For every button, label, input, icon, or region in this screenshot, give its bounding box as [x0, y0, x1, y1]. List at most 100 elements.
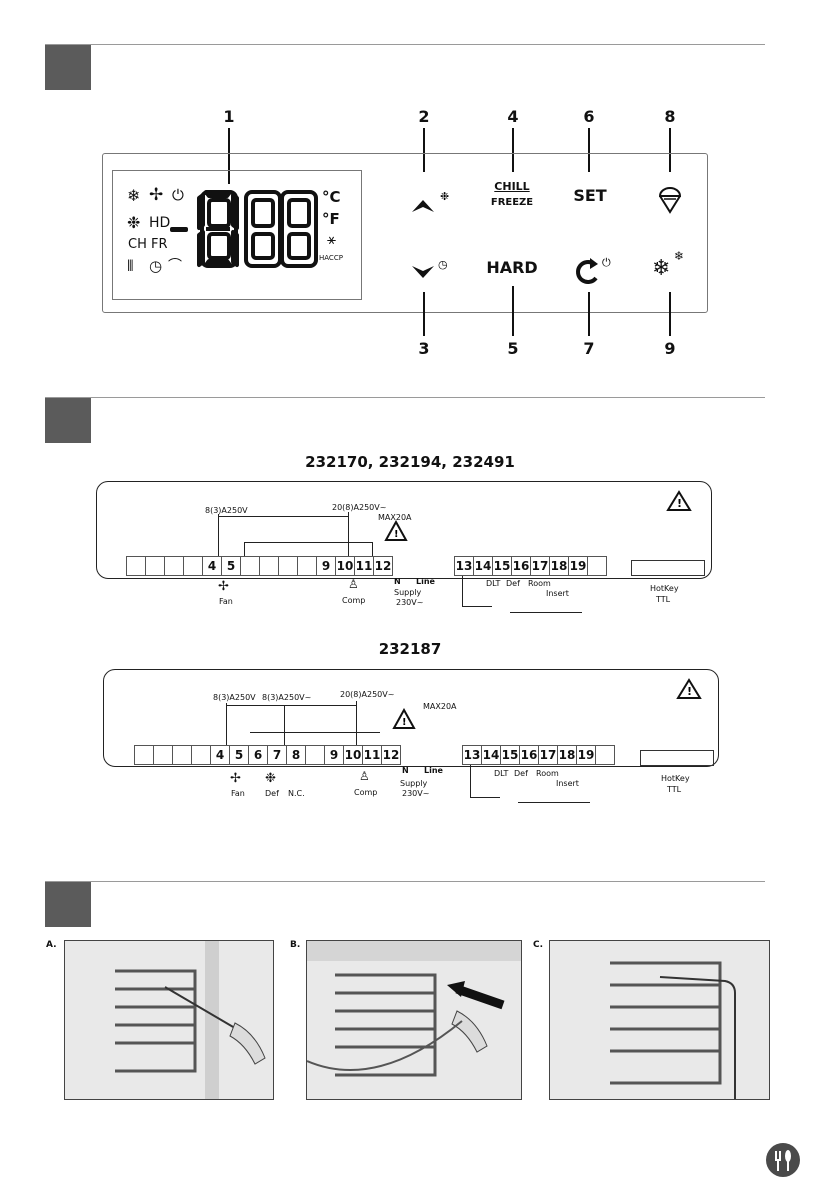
terminal: 10	[343, 745, 363, 765]
relay2-rating: 20(8)A250V~	[340, 690, 395, 699]
ttl-label: TTL	[667, 785, 682, 794]
fan-icon: ✢	[218, 579, 229, 594]
leader-line	[423, 292, 425, 336]
terminal: 15	[492, 556, 512, 576]
leader-line	[512, 286, 514, 336]
terminal: 5	[229, 745, 249, 765]
terminal	[153, 745, 173, 765]
section-marker-2	[45, 397, 91, 443]
terminal: 16	[511, 556, 531, 576]
wiring-diagram-2	[103, 669, 719, 767]
wire	[226, 705, 356, 706]
leader-line	[588, 292, 590, 336]
svg-text:!: !	[687, 685, 692, 698]
callout-4: 4	[507, 107, 519, 126]
terminal-block-b: 13 14 15 16 17 18 19	[454, 556, 607, 576]
terminal: 9	[316, 556, 336, 576]
terminal: 15	[500, 745, 520, 765]
relay1-rating: 8(3)A250V	[205, 506, 248, 515]
probe-insertion-illustration	[307, 941, 521, 1099]
callout-9: 9	[664, 339, 676, 358]
terminal	[297, 556, 317, 576]
callout-1: 1	[223, 107, 235, 126]
wire	[510, 612, 582, 613]
comp-label: Comp	[354, 788, 378, 797]
brand-logo	[766, 1143, 800, 1177]
wire	[218, 516, 348, 517]
leader-line	[669, 292, 671, 336]
terminal: 9	[324, 745, 344, 765]
terminal	[240, 556, 260, 576]
terminal: 19	[568, 556, 588, 576]
up-arrow-icon[interactable]: ❉	[410, 190, 454, 216]
leader-line	[512, 128, 514, 172]
set-button[interactable]: SET	[573, 186, 607, 205]
callout-2: 2	[418, 107, 430, 126]
leader-line	[588, 128, 590, 172]
seven-segment-digits	[170, 190, 318, 268]
terminal: 12	[381, 745, 401, 765]
terminal: 7	[267, 745, 287, 765]
freeze-label[interactable]: FREEZE	[490, 197, 534, 208]
terminal: 18	[549, 556, 569, 576]
def-probe-label: Def	[514, 769, 528, 778]
photo-a	[64, 940, 274, 1100]
dlt-label: DLT	[486, 579, 501, 588]
unit-fahrenheit: °F	[322, 210, 340, 228]
supply-label: Supply	[400, 779, 428, 788]
relay2-rating: 20(8)A250V~	[332, 503, 387, 512]
line-label: Line	[424, 766, 443, 775]
freeze-symbol-icon: ⚹	[327, 230, 337, 248]
section-rule-1	[45, 44, 765, 45]
hotkey-port	[640, 750, 714, 766]
nc-label: N.C.	[288, 789, 305, 798]
ice-cream-icon[interactable]	[656, 184, 684, 214]
callout-3: 3	[418, 339, 430, 358]
thaw-icon: ⦀	[127, 257, 134, 275]
wire	[244, 542, 245, 556]
snowflake-button-icon[interactable]: ❄	[652, 256, 671, 281]
svg-text:❉: ❉	[440, 190, 449, 203]
terminal: 5	[221, 556, 241, 576]
wire	[284, 705, 285, 745]
terminal: 18	[557, 745, 577, 765]
hard-button[interactable]: HARD	[486, 258, 538, 277]
def-probe-label: Def	[506, 579, 520, 588]
fan-label: Fan	[231, 789, 245, 798]
voltage-label: 230V~	[402, 789, 430, 798]
terminal: 4	[210, 745, 230, 765]
wire	[356, 701, 357, 745]
callout-6: 6	[583, 107, 595, 126]
terminal-block-a: 4 5 6 7 8 9 10 11 12	[134, 745, 401, 765]
terminal: 10	[335, 556, 355, 576]
ttl-label: TTL	[656, 595, 671, 604]
callout-5: 5	[507, 339, 519, 358]
photo-b	[306, 940, 522, 1100]
lcd-hd: HD	[149, 215, 171, 231]
warning-icon: !	[666, 490, 692, 511]
relay1b-rating: 8(3)A250V~	[262, 693, 312, 702]
terminal	[183, 556, 203, 576]
terminal: 4	[202, 556, 222, 576]
supply-label: Supply	[394, 588, 422, 597]
restart-icon[interactable]: ⏻	[572, 254, 616, 286]
wire	[226, 703, 227, 745]
terminal-block-b: 13 14 15 16 17 18 19	[462, 745, 615, 765]
terminal	[305, 745, 325, 765]
n-label: N	[394, 577, 401, 586]
svg-text:◷: ◷	[438, 258, 448, 271]
warning-icon: !	[392, 708, 416, 729]
wire	[470, 765, 471, 797]
model-title-1: 232170, 232194, 232491	[305, 453, 515, 471]
terminal	[595, 745, 615, 765]
terminal: 11	[362, 745, 382, 765]
photo-c	[549, 940, 770, 1100]
insert-label: Insert	[556, 779, 579, 788]
terminal: 13	[462, 745, 482, 765]
terminal	[126, 556, 146, 576]
power-icon: ⏻	[172, 186, 184, 204]
terminal	[145, 556, 165, 576]
down-arrow-icon[interactable]: ◷	[410, 256, 454, 284]
chill-label[interactable]: CHILL	[494, 180, 530, 193]
terminal-block-a: 4 5 9 10 11 12	[126, 556, 393, 576]
